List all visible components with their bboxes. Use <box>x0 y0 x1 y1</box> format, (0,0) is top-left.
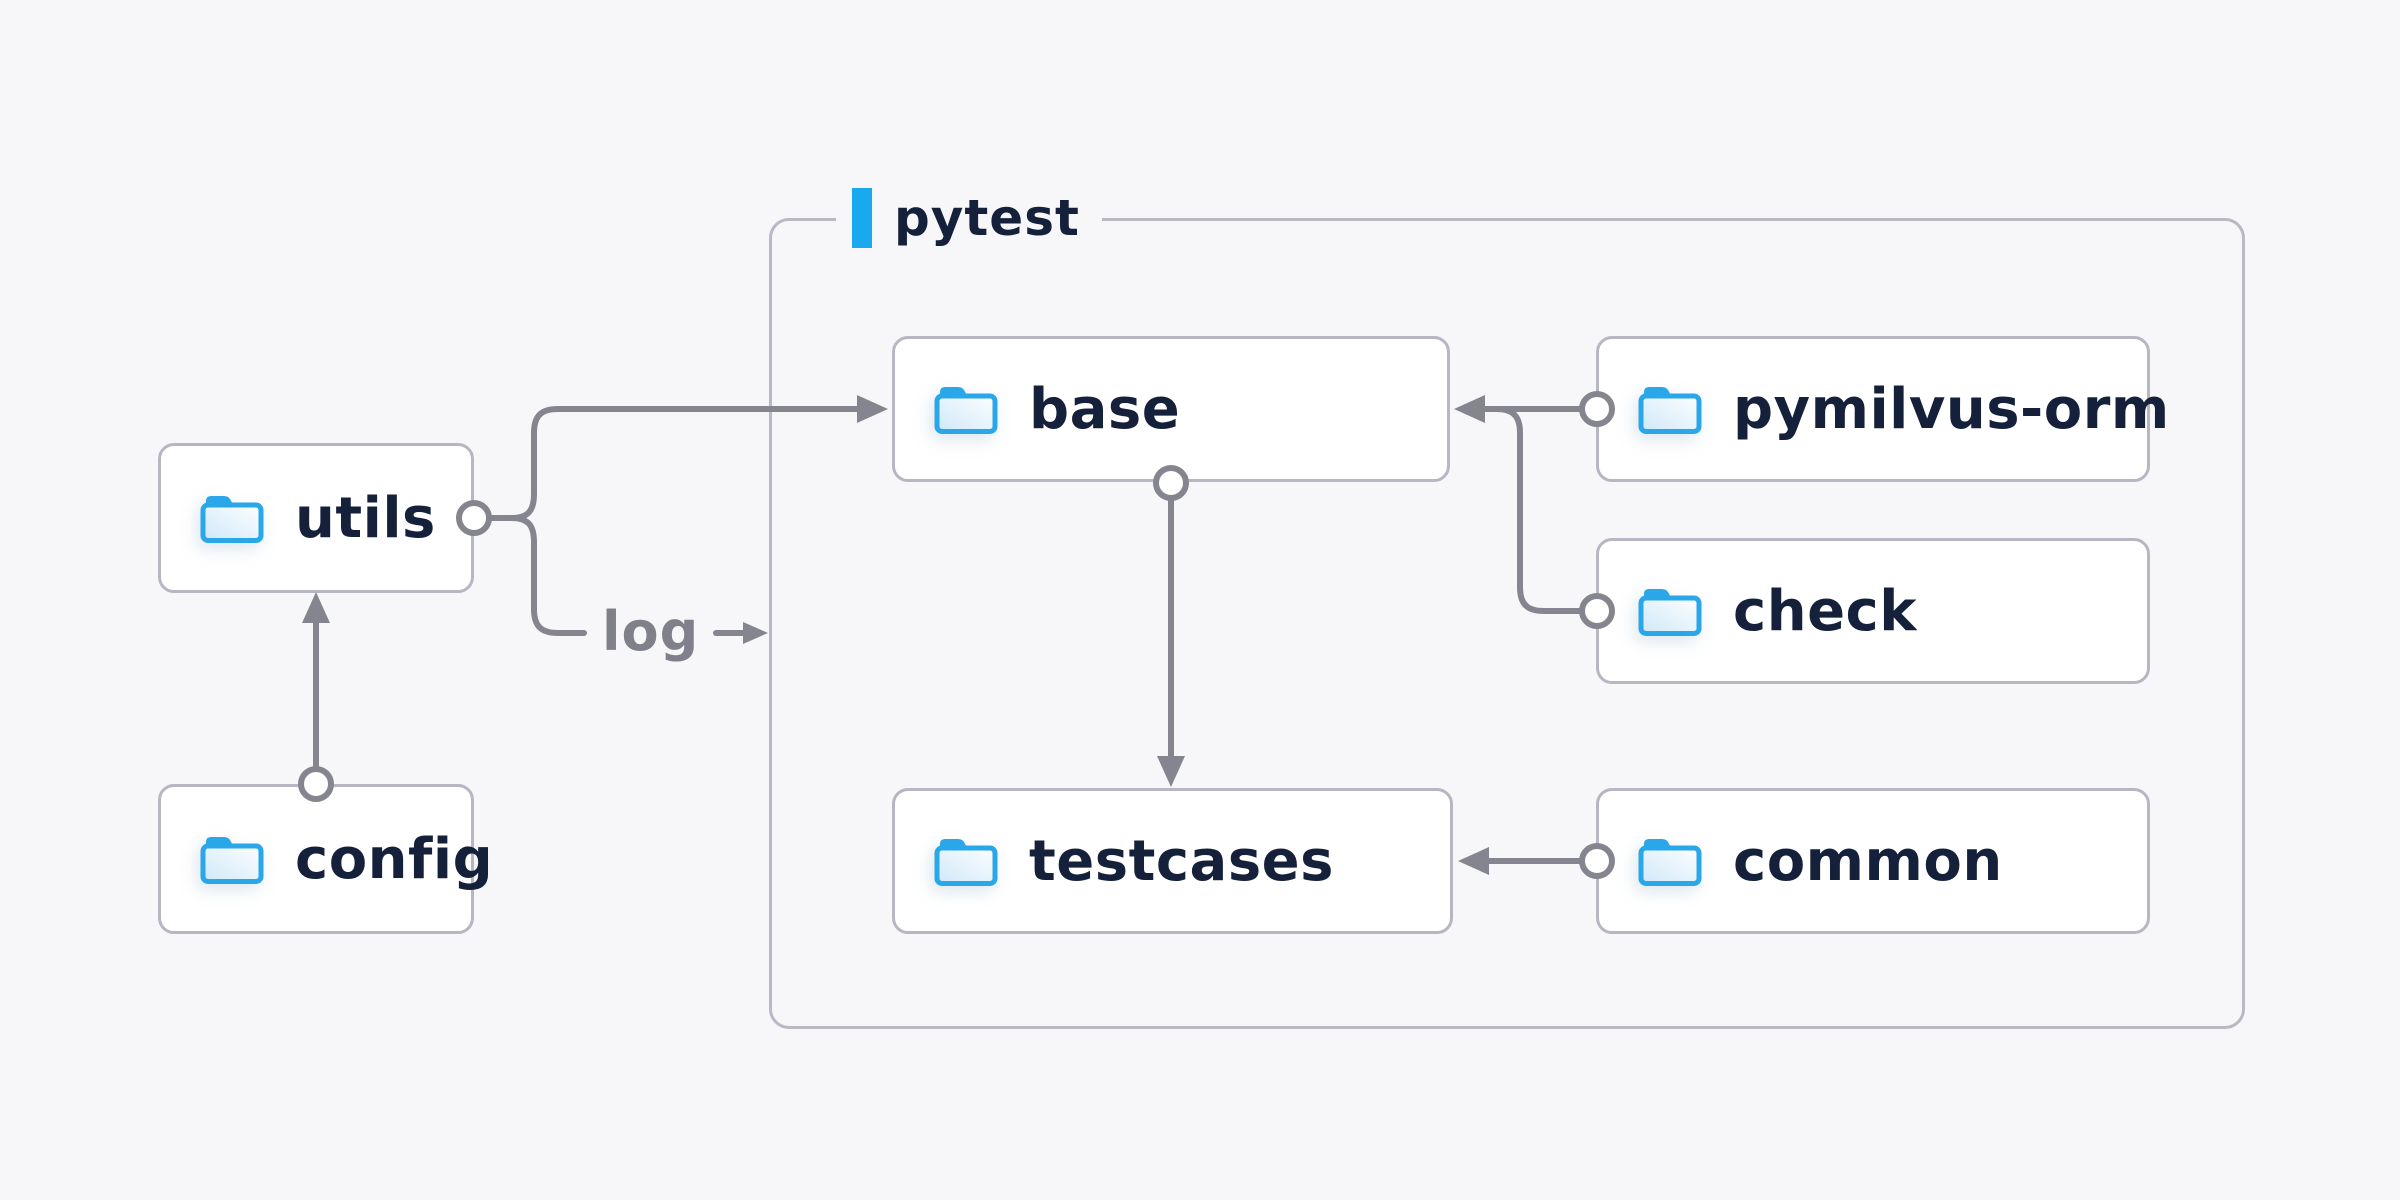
group-title: pytest <box>894 189 1080 247</box>
pytest-group-label: pytest <box>836 186 1102 250</box>
folder-icon <box>1638 839 1702 886</box>
folder-icon <box>1638 589 1702 636</box>
node-pymilvus-orm: pymilvus-orm <box>1596 336 2169 482</box>
node-utils: utils <box>158 443 474 593</box>
arrowhead-up <box>302 592 330 623</box>
node-config: config <box>158 784 493 934</box>
folder-icon <box>200 837 264 884</box>
pytest-group-container <box>769 218 2245 1029</box>
node-label: common <box>1733 828 2003 894</box>
node-label: config <box>295 826 494 892</box>
node-base: base <box>892 336 1450 482</box>
folder-icon <box>200 496 264 543</box>
node-label: check <box>1733 578 1917 644</box>
folder-icon <box>934 839 998 886</box>
accent-bar <box>852 188 872 248</box>
folder-icon <box>934 387 998 434</box>
node-label: base <box>1029 376 1181 442</box>
edge-config-to-utils <box>298 592 334 802</box>
node-testcases: testcases <box>892 788 1453 934</box>
log-arrowhead-right <box>743 622 768 644</box>
node-label: pymilvus-orm <box>1733 376 2170 442</box>
node-check: check <box>1596 538 2150 684</box>
edge-label-log: log <box>602 600 700 663</box>
node-label: testcases <box>1029 828 1334 894</box>
node-label: utils <box>295 485 436 551</box>
node-common: common <box>1596 788 2150 934</box>
folder-icon <box>1638 387 1702 434</box>
